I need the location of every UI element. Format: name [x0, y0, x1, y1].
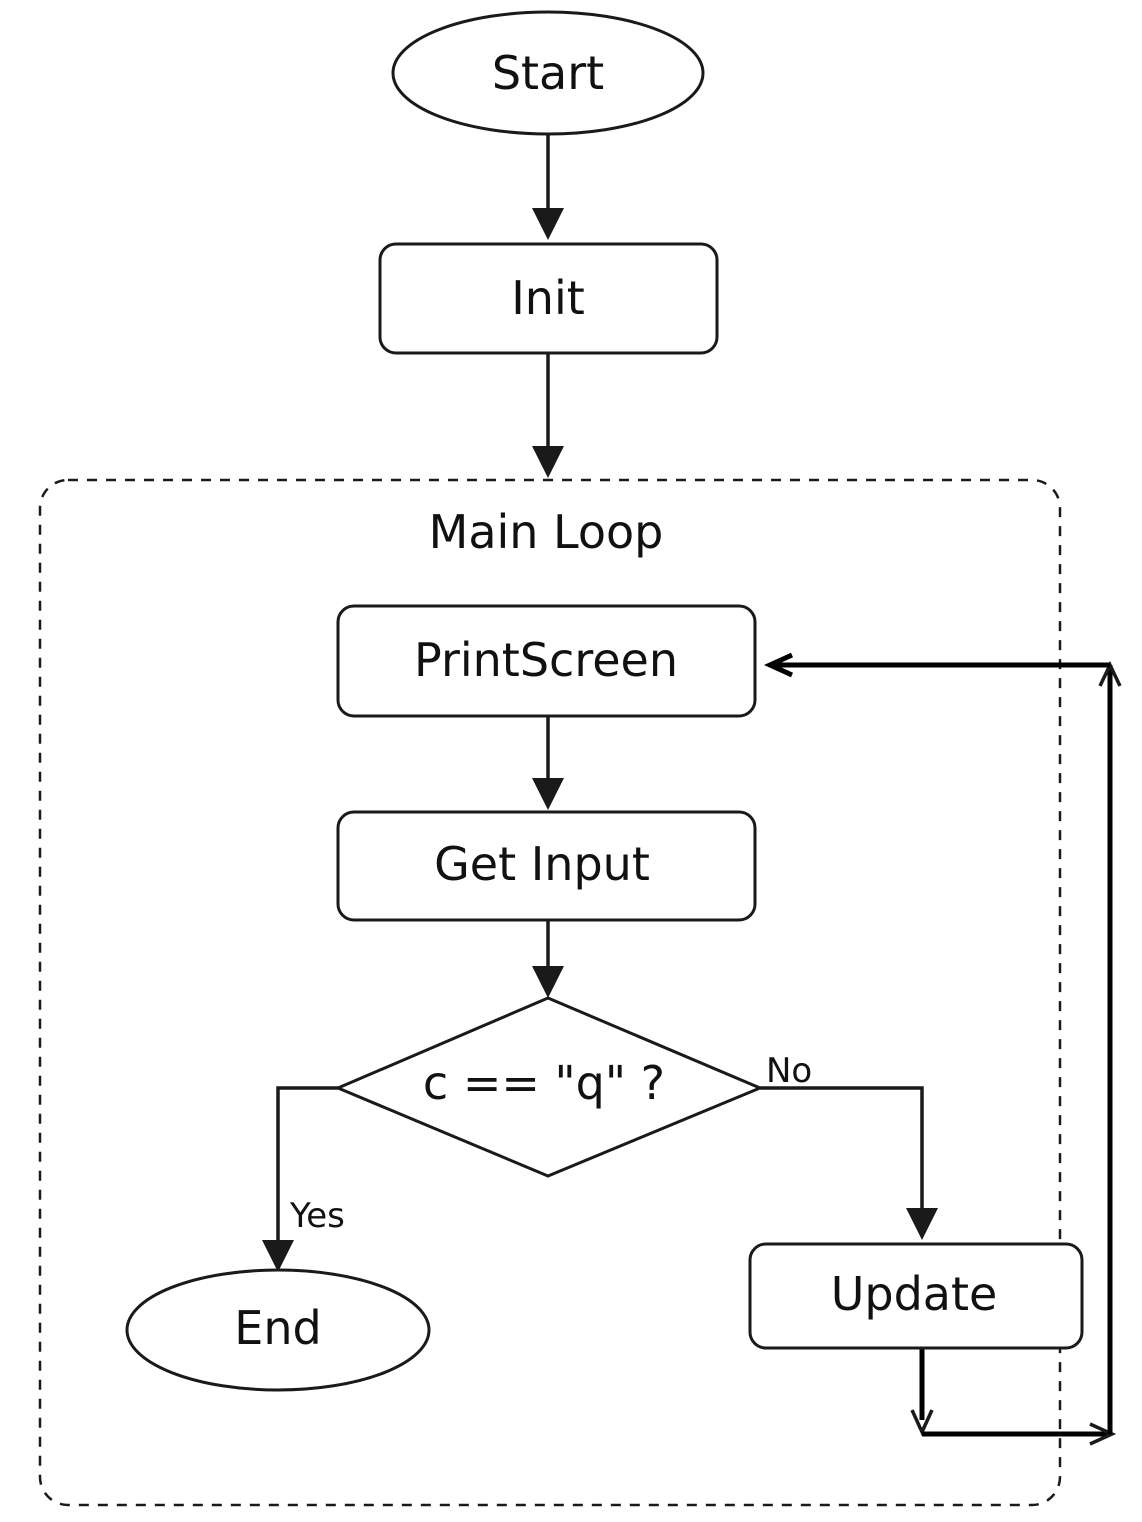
main-loop-title: Main Loop: [429, 505, 664, 559]
edge-start-to-init: [532, 135, 564, 240]
node-init: Init: [378, 242, 719, 355]
node-start: Start: [391, 10, 705, 136]
edge-get-input-to-decision: [532, 920, 564, 998]
node-printscreen-label: PrintScreen: [414, 633, 678, 687]
edge-label-yes: Yes: [289, 1196, 345, 1236]
node-printscreen: PrintScreen: [336, 604, 757, 718]
node-get-input: Get Input: [336, 810, 757, 922]
node-end: End: [125, 1268, 431, 1392]
node-update: Update: [748, 1242, 1084, 1350]
node-start-label: Start: [492, 46, 604, 100]
edge-update-to-printscreen: [763, 652, 1122, 1446]
edge-printscreen-to-get-input: [532, 716, 564, 810]
node-end-label: End: [234, 1301, 321, 1355]
node-update-label: Update: [831, 1267, 998, 1321]
edge-init-to-main-loop: [532, 353, 564, 478]
main-loop-frame: [38, 478, 1062, 1507]
node-decision: c == "q" ?: [334, 996, 764, 1178]
edge-decision-to-update: [760, 1086, 938, 1240]
node-decision-label: c == "q" ?: [423, 1056, 665, 1110]
edge-label-no: No: [766, 1051, 812, 1091]
edge-decision-to-end: [262, 1086, 338, 1272]
node-init-label: Init: [511, 271, 585, 325]
node-get-input-label: Get Input: [434, 837, 650, 891]
